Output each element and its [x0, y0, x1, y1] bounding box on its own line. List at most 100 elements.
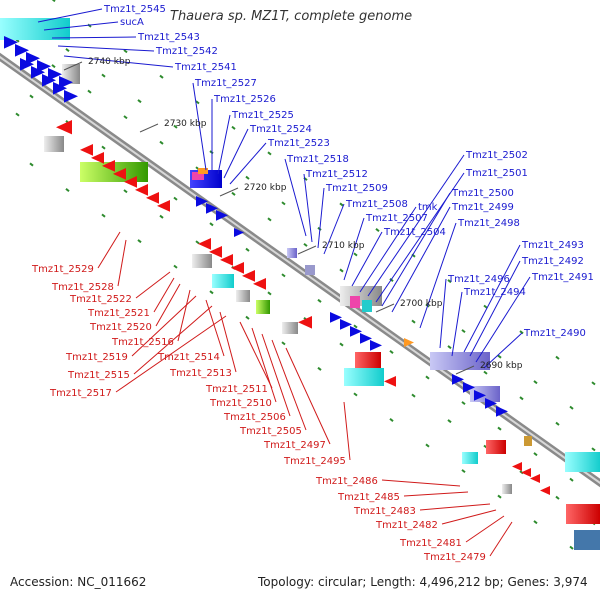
kbp-marker-label: 2710 kbp [322, 241, 365, 251]
gene-block [305, 265, 315, 275]
gene-arrow [496, 406, 508, 417]
track-tick [483, 370, 488, 375]
gene-arrow [198, 238, 211, 250]
track-tick [569, 545, 574, 550]
gene-arrow [37, 60, 51, 73]
gene-block [350, 296, 360, 308]
gene-arrow [91, 152, 104, 164]
lower-gene-label: Tmz1t_2520 [89, 322, 152, 333]
kbp-marker-label: 2690 kbp [480, 361, 523, 371]
upper-gene-label: Tmz1t_2498 [457, 218, 520, 229]
accession-text: Accession: NC_011662 [10, 575, 147, 589]
gene-arrow [64, 90, 78, 103]
gene-block [362, 300, 372, 312]
track-tick [591, 447, 596, 452]
gene-block [486, 440, 506, 454]
lower-gene-label: Tmz1t_2482 [375, 520, 438, 531]
track-tick [447, 345, 452, 350]
track-tick [29, 94, 34, 99]
track-tick [173, 124, 178, 129]
gene-arrow [452, 374, 464, 385]
lower-gene-leader [285, 347, 331, 445]
lower-gene-label: Tmz1t_2515 [67, 370, 130, 381]
upper-gene-label: Tmz1t_2523 [267, 138, 330, 149]
kbp-marker-line [219, 187, 239, 197]
lower-gene-leader [261, 333, 291, 417]
gene-block [80, 162, 148, 182]
track-tick [231, 191, 236, 196]
lower-gene-leader [419, 503, 491, 511]
track-tick [519, 330, 524, 335]
track-tick [29, 162, 34, 167]
track-tick [137, 239, 142, 244]
gene-arrow [56, 120, 72, 135]
track-tick [533, 520, 538, 525]
lower-gene-leader [115, 315, 227, 393]
gene-arrow [196, 196, 208, 207]
gene-arrow [42, 74, 56, 87]
track-tick [591, 381, 596, 386]
upper-gene-label: Tmz1t_2512 [305, 169, 368, 180]
gene-block [192, 254, 212, 268]
track-tick [497, 426, 502, 431]
lower-gene-label: Tmz1t_2505 [239, 426, 302, 437]
upper-gene-label: Tmz1t_2490 [523, 328, 586, 339]
upper-gene-leader [63, 55, 174, 68]
kbp-marker-label: 2720 kbp [244, 183, 287, 193]
upper-gene-leader [469, 260, 521, 357]
track-tick [51, 0, 56, 3]
lower-gene-leader [343, 401, 351, 461]
upper-gene-leader [391, 206, 451, 313]
upper-gene-leader [419, 222, 457, 329]
gene-arrow [26, 52, 40, 65]
lower-gene-leader [219, 311, 237, 373]
lower-gene-leader [153, 277, 175, 313]
track-tick [137, 99, 142, 104]
kbp-marker-label: 2730 kbp [164, 119, 207, 129]
gene-arrow [15, 44, 29, 57]
gene-arrow [521, 468, 531, 477]
track-tick [159, 214, 164, 219]
gene-block [44, 136, 64, 152]
upper-gene-label: Tmz1t_2541 [174, 62, 237, 73]
lower-gene-label: Tmz1t_2510 [209, 398, 272, 409]
track-tick [411, 393, 416, 398]
upper-gene-leader [223, 128, 249, 179]
track-tick [389, 349, 394, 354]
track-tick [245, 315, 250, 320]
track-tick [195, 240, 200, 245]
lower-gene-label: Tmz1t_2529 [31, 264, 94, 275]
gene-block [355, 352, 381, 368]
upper-gene-label: Tmz1t_2545 [103, 4, 166, 15]
track-tick [425, 375, 430, 380]
gene-arrow [242, 270, 255, 282]
track-tick [15, 112, 20, 117]
kbp-marker-line [297, 245, 317, 255]
upper-gene-label: Tmz1t_2500 [451, 188, 514, 199]
track-tick [555, 355, 560, 360]
track-tick [425, 443, 430, 448]
gene-arrow [59, 76, 73, 89]
lower-gene-label: Tmz1t_2517 [49, 388, 112, 399]
gene-arrow [209, 246, 222, 258]
upper-gene-leader [359, 206, 417, 293]
track-tick [267, 217, 272, 222]
gene-arrow [485, 398, 497, 409]
gene-arrow [124, 176, 137, 188]
gene-block [566, 504, 600, 524]
track-tick [65, 48, 70, 53]
gene-arrow [53, 82, 67, 95]
track-tick [101, 145, 106, 150]
track-tick [101, 73, 106, 78]
lower-gene-label: Tmz1t_2483 [353, 506, 416, 517]
gene-arrow [4, 36, 18, 49]
gene-block [256, 300, 270, 314]
track-tick [87, 89, 92, 94]
lower-gene-leader [271, 339, 307, 431]
track-tick [281, 273, 286, 278]
gene-arrow [370, 340, 382, 351]
gene-block [236, 290, 250, 302]
upper-gene-label: Tmz1t_2499 [451, 202, 514, 213]
track-tick [317, 366, 322, 371]
lower-gene-leader [489, 521, 513, 557]
